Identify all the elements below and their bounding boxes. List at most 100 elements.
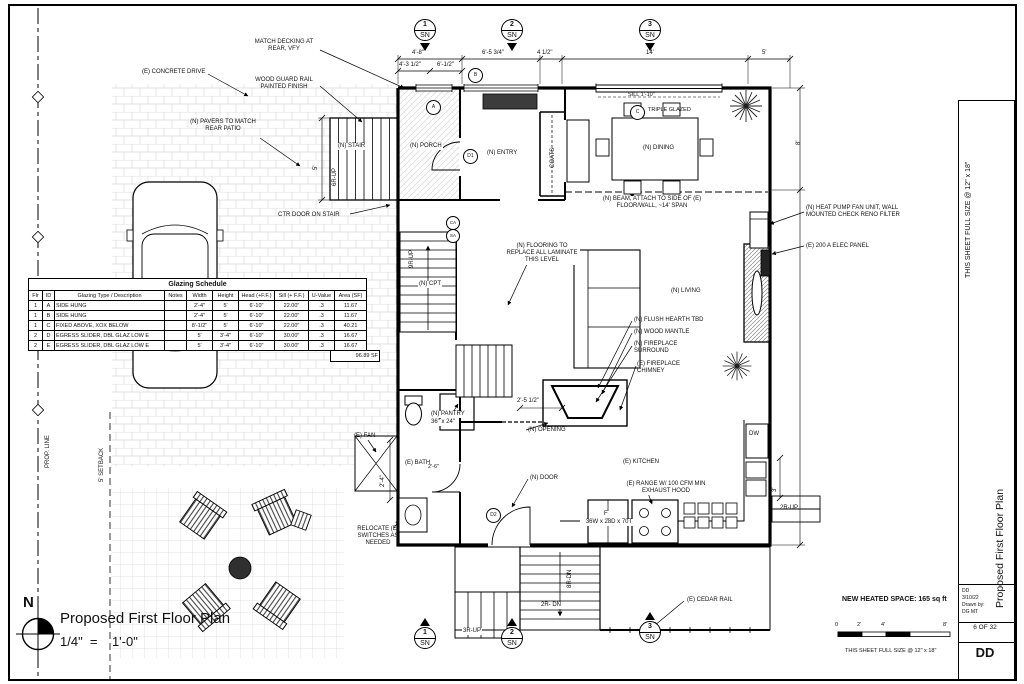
glazing-cell: 6'-10" — [238, 310, 275, 321]
door-marker-d1: D1 — [463, 149, 478, 164]
glazing-cell: 2 — [28, 340, 43, 351]
note-concrete-drive: (E) CONCRETE DRIVE — [142, 69, 206, 75]
dim-14: 14' — [646, 50, 654, 56]
glazing-cell: FIXED ABOVE, XOX BELOW — [54, 320, 165, 331]
dir-6r-up: 6R-UP — [332, 167, 338, 186]
glazing-cell: 3'-4" — [212, 340, 239, 351]
glazing-total: 96.89 SF — [330, 350, 380, 362]
dim-3: 3' — [772, 487, 778, 492]
dishwasher-label: DW — [749, 431, 759, 437]
north-label: N — [23, 594, 34, 611]
glazing-cell: 30.00" — [274, 340, 309, 351]
dim-8: 8' — [796, 140, 802, 145]
glazing-cell: 40.21 — [334, 320, 367, 331]
prop-line-label: PROP. LINE — [45, 435, 51, 468]
room-label-living: (N) LIVING — [670, 288, 702, 296]
glazing-cell: .3 — [308, 300, 335, 311]
glazing-cell: 11.67 — [334, 300, 367, 311]
smoke-alarm-marker: SA — [446, 229, 460, 243]
glazing-cell: 6'-10" — [238, 340, 275, 351]
glazing-cell: 2'-4" — [186, 300, 213, 311]
glazing-header-cell: Area (SF) — [334, 290, 367, 301]
stairs-interior — [399, 231, 513, 398]
dimension-lines — [318, 55, 805, 549]
glazing-header-cell: Notes — [164, 290, 187, 301]
bath-fixtures — [354, 395, 428, 533]
dim-6-half: 6'-1/2" — [437, 62, 454, 68]
note-chimney: (E) FIREPLACE CHIMNEY — [637, 361, 681, 375]
fridge-size: 36W x 28D x 70T — [580, 519, 638, 527]
room-label-cpt: (N) CPT — [418, 281, 442, 289]
glazing-cell: E — [42, 340, 55, 351]
glazing-header-cell: Sill (+ F.F.) — [274, 290, 309, 301]
exterior-stair — [329, 117, 399, 201]
rev-drawn-by: Drawn by: — [962, 602, 985, 608]
glazing-cell: B — [42, 310, 55, 321]
glazing-header-cell: Head (+F.F.) — [238, 290, 275, 301]
note-heat-pump: (N) HEAT PUMP FAN UNIT, WALL MOUNTED CHE… — [806, 205, 900, 219]
glazing-title: Glazing Schedule — [28, 278, 367, 291]
note-match-decking: MATCH DECKING AT REAR, VFY — [254, 39, 314, 53]
glazing-cell: EGRESS SLIDER, DBL GLAZ LOW E — [54, 330, 165, 341]
glazing-cell: 1 — [28, 310, 43, 321]
glazing-cell: 2 — [28, 330, 43, 341]
note-cedar-rail: (E) CEDAR RAIL — [686, 597, 734, 605]
door-swings — [431, 141, 531, 546]
plan-title: Proposed First Floor Plan — [60, 610, 231, 627]
glazing-cell: 2'-4" — [186, 310, 213, 321]
dim-2-4: 2'-4" — [380, 475, 386, 487]
sheet-border — [8, 4, 1017, 681]
glazing-cell — [164, 320, 187, 331]
room-label-coats: COATS — [550, 147, 556, 168]
glazing-header-cell: U-Value — [308, 290, 335, 301]
note-mantle: (N) WOOD MANTLE — [634, 329, 690, 335]
glazing-cell: .3 — [308, 310, 335, 321]
glazing-cell: 16.67 — [334, 340, 367, 351]
dir-2r-dn: 2R- DN — [540, 602, 563, 610]
glazing-cell: C — [42, 320, 55, 331]
note-guard-rail: WOOD GUARD RAIL PAINTED FINISH — [255, 77, 313, 91]
note-ctr-door: CTR DOOR ON STAIR — [278, 212, 340, 218]
note-door: (N) DOOR — [530, 475, 558, 481]
dim-2-6: 2'-6" — [428, 464, 439, 470]
glazing-header-cell: Flr — [28, 290, 43, 301]
plan-scale: 1/4" = 1'-0" — [60, 634, 138, 649]
title-block-plan-title: Proposed First Floor Plan — [994, 488, 1006, 608]
glazing-cell: 5' — [212, 300, 239, 311]
dim-5: 5' — [762, 50, 767, 56]
note-pavers: (N) PAVERS TO MATCH REAR PATIO — [190, 119, 256, 133]
glazing-header-cell: Width — [186, 290, 213, 301]
title-block — [958, 100, 1015, 680]
dim-4-8: 4'-8" — [412, 50, 424, 56]
room-label-porch: (N) PORCH — [409, 143, 443, 151]
setback-label: 5' SETBACK — [99, 447, 105, 482]
glazing-cell: 22.00" — [274, 300, 309, 311]
note-flooring: (N) FLOORING TO REPLACE ALL LAMINATE THI… — [504, 243, 580, 265]
dim-4-half: 4 1/2" — [537, 50, 553, 56]
glazing-cell: .3 — [308, 320, 335, 331]
note-surround: (N) FIREPLACE SURROUND — [634, 341, 678, 355]
glazing-cell: .3 — [308, 330, 335, 341]
title-block-fullsize-note: THIS SHEET FULL SIZE @ 12" x 18" — [965, 161, 972, 278]
room-label-bath: (E) BATH — [404, 460, 432, 468]
dir-3r-up: 3R-UP — [462, 628, 483, 636]
glazing-cell: 6'-10" — [238, 300, 275, 311]
glazing-cell: 30.00" — [274, 330, 309, 341]
glazing-cell: 3'-4" — [212, 330, 239, 341]
note-switches: RELOCATE (E) SWITCHES AS NEEDED — [357, 526, 399, 547]
glazing-cell: 8'-1/2" — [186, 320, 213, 331]
fridge-label: F — [603, 511, 609, 519]
dim-6-5-34: 6'-5 3/4" — [482, 50, 504, 56]
dir-2r-up: 2R-UP — [780, 505, 799, 511]
glazing-cell: 22.00" — [274, 310, 309, 321]
glazing-cell: 6'-10" — [238, 330, 275, 341]
room-label-pantry: (N) PANTRY — [430, 411, 466, 419]
mechanical — [749, 211, 771, 277]
